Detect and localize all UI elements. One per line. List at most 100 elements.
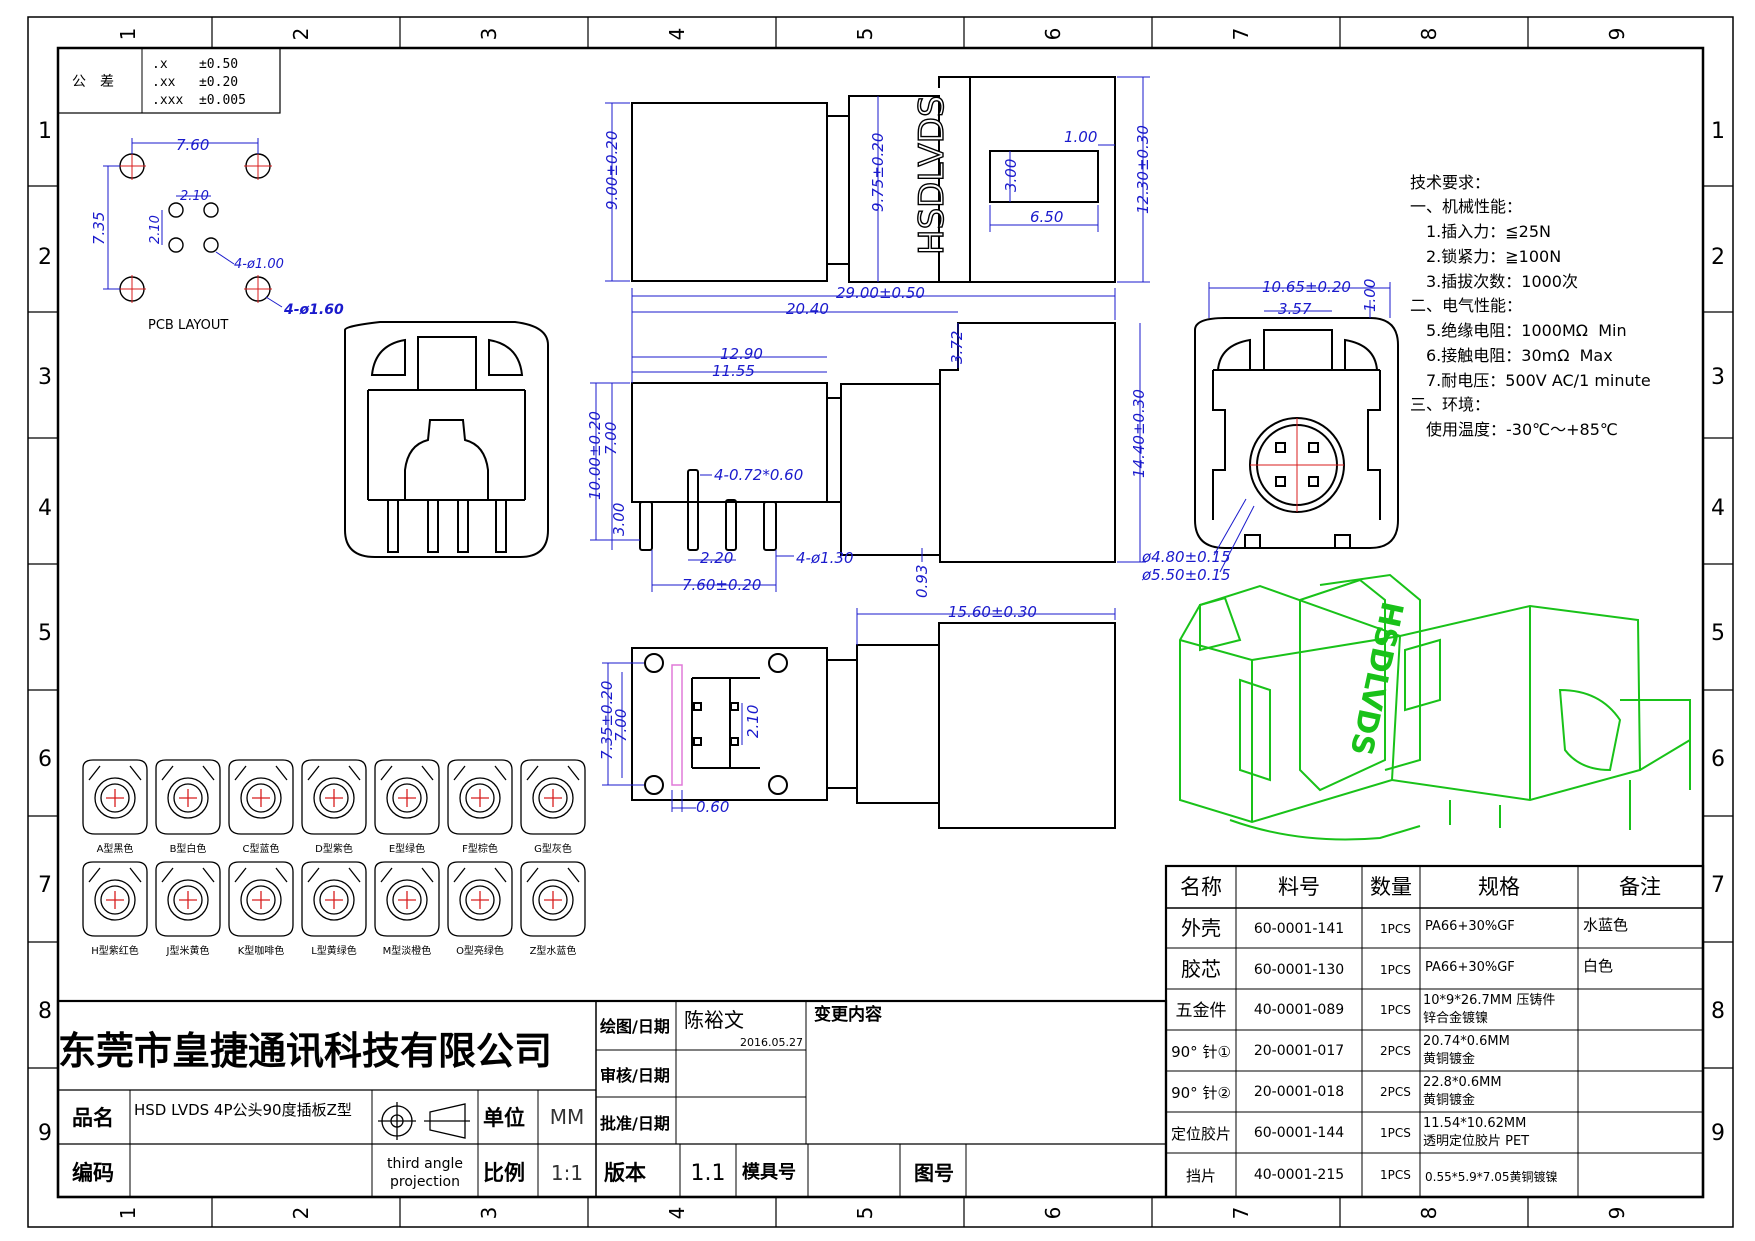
bom-row-4-pn: 20-0001-017 [1254, 1043, 1344, 1059]
bom-row-2-spec1: PA66+30%GF [1425, 960, 1515, 975]
top-flange-h: 9.75±0.20 [869, 133, 887, 212]
variant-label-o: O型亮绿色 [456, 944, 504, 957]
col-label-3: 3 [477, 28, 501, 41]
variant-label-l: L型黄绿色 [311, 944, 357, 957]
top-body-h: 9.00±0.20 [603, 131, 621, 210]
variant-label-z: Z型水蓝色 [530, 944, 577, 957]
top-view [631, 76, 1116, 283]
side-view-dim-lines [590, 288, 1146, 592]
rear-view [344, 321, 549, 558]
bom-row-5: 90° 针② 20-0001-018 2PCS 22.8*0.6MM 黄铜镀金 [1171, 1075, 1501, 1108]
pcb-dim-texts: 7.60 7.35 2.10 2.10 4-ø1.00 4-ø1.60 [90, 136, 344, 318]
col-label-5b: 5 [853, 1207, 877, 1220]
bom-row-4-spec1: 20.74*0.6MM [1423, 1034, 1510, 1049]
pcb-small-holes [168, 202, 219, 253]
bom-row-1-pn: 60-0001-141 [1254, 921, 1344, 937]
side-view-dim-texts: 29.00±0.50 20.40 12.90 11.55 3.72 10.00±… [586, 284, 1148, 598]
variant-shape-b [155, 759, 221, 835]
isometric-view [1179, 573, 1691, 841]
variant-label-d: D型紫色 [315, 842, 353, 855]
side-pins: 4-0.72*0.60 [714, 466, 803, 484]
col-label-9: 9 [1605, 28, 1629, 41]
variant-shape-l [301, 861, 367, 937]
bom-row-1-note: 水蓝色 [1583, 916, 1628, 934]
bom-header-name: 名称 [1180, 875, 1222, 899]
variant-shape-d [301, 759, 367, 835]
bottom-view-dim-lines [602, 608, 1116, 812]
tech-title: 技术要求： [1410, 173, 1490, 192]
row-label-4r: 4 [1711, 496, 1725, 521]
front-half: 3.57 [1278, 300, 1312, 318]
bom-row-7-name: 挡片 [1186, 1167, 1216, 1185]
bom-row-6-spec1: 11.54*10.62MM [1423, 1116, 1526, 1131]
row-label-8r: 8 [1711, 999, 1725, 1024]
bottom-h2: 7.00 [612, 709, 630, 742]
bom-row-1-qty: 1PCS [1380, 922, 1411, 936]
front-width: 10.65±0.20 [1262, 278, 1351, 296]
pcb-height-label: 7.35 [90, 212, 108, 245]
front-view-dim-texts: 10.65±0.20 3.57 1.00 ø4.80±0.15 ø5.50±0.… [1141, 278, 1379, 584]
projection-symbol-icon [378, 1102, 470, 1140]
bom-row-3-spec1: 10*9*26.7MM 压铸件 [1423, 992, 1555, 1008]
tech-line-2: 1.插入力：≦25N [1410, 222, 1551, 241]
company-name: 东莞市皇捷通讯科技有限公司 [58, 1029, 552, 1073]
row-label-2: 2 [38, 245, 52, 270]
tech-line-3: 2.锁紧力：≧100N [1410, 247, 1561, 266]
side-shell-h: 14.40±0.30 [1130, 389, 1148, 478]
projection-line-2: projection [390, 1174, 460, 1190]
unit-label: 单位 [483, 1106, 525, 1130]
bottom-h1: 7.35±0.20 [598, 681, 616, 760]
tolerance-row-2: .xx ±0.20 [152, 75, 238, 90]
front-top: 1.00 [1361, 279, 1379, 312]
bom-row-2-name: 胶芯 [1181, 957, 1221, 981]
pcb-small-holes-label: 4-ø1.00 [234, 257, 284, 272]
side-pin-pitch: 2.20 [700, 549, 733, 567]
bom-row-3-name: 五金件 [1176, 1001, 1227, 1021]
variant-grid [82, 759, 586, 937]
bom-row-3-pn: 40-0001-089 [1254, 1002, 1344, 1018]
bom-row-2-pn: 60-0001-130 [1254, 962, 1344, 978]
front-view-centerlines [1250, 418, 1344, 512]
bom-row-4-name: 90° 针① [1171, 1043, 1231, 1061]
tolerance-row-1: .x ±0.50 [152, 57, 238, 72]
bom-row-1: 外壳 60-0001-141 1PCS PA66+30%GF 水蓝色 [1181, 916, 1628, 940]
bom-row-5-spec2: 黄铜镀金 [1423, 1092, 1475, 1108]
projection-line-1: third angle [387, 1156, 463, 1172]
front-d1: ø4.80±0.15 [1141, 548, 1231, 566]
bom-row-6-pn: 60-0001-144 [1254, 1125, 1344, 1141]
bom-row-5-pn: 20-0001-018 [1254, 1084, 1344, 1100]
tolerance-box: 公 差 .x ±0.50 .xx ±0.20 .xxx ±0.005 [57, 47, 281, 114]
tech-line-10: 使用温度：-30℃～+85℃ [1410, 420, 1618, 439]
col-label-1: 1 [116, 28, 140, 41]
checked-label: 审核/日期 [600, 1066, 670, 1085]
approved-label: 批准/日期 [600, 1114, 670, 1133]
side-view [631, 322, 1116, 563]
bottom-view-dim-texts: 15.60±0.30 7.35±0.20 7.00 2.10 0.60 [598, 603, 1037, 816]
front-view-dim-lines [1208, 282, 1391, 573]
row-label-8: 8 [38, 999, 52, 1024]
col-label-4b: 4 [665, 1207, 689, 1220]
side-gap: 0.93 [913, 565, 931, 598]
row-label-6: 6 [38, 747, 52, 772]
bom-row-2-note: 白色 [1583, 957, 1613, 975]
variant-label-a: A型黑色 [97, 842, 134, 855]
bom-row-6-name: 定位胶片 [1171, 1125, 1231, 1143]
top-view-brand: HSDLVDS [912, 95, 952, 255]
bom-row-1-name: 外壳 [1181, 916, 1221, 940]
change-label: 变更内容 [814, 1004, 882, 1025]
bottom-view-pink-plate [671, 664, 683, 786]
bom-row-3-spec2: 锌合金镀镍 [1423, 1010, 1488, 1026]
pcb-layout [103, 138, 283, 308]
col-label-5: 5 [853, 28, 877, 41]
row-label-9r: 9 [1711, 1121, 1725, 1146]
col-label-7b: 7 [1229, 1207, 1253, 1220]
col-label-8: 8 [1417, 28, 1441, 41]
col-label-2: 2 [289, 28, 313, 41]
variant-row-2 [82, 861, 586, 937]
variant-label-c: C型蓝色 [243, 842, 280, 855]
tech-line-9: 三、环境： [1410, 395, 1490, 414]
zone-col-labels-top: 1 2 3 4 5 6 7 8 9 [116, 28, 1629, 41]
side-step: 3.72 [948, 331, 966, 364]
tech-line-1: 一、机械性能： [1410, 197, 1522, 216]
bom-header-spec: 规格 [1478, 875, 1520, 899]
